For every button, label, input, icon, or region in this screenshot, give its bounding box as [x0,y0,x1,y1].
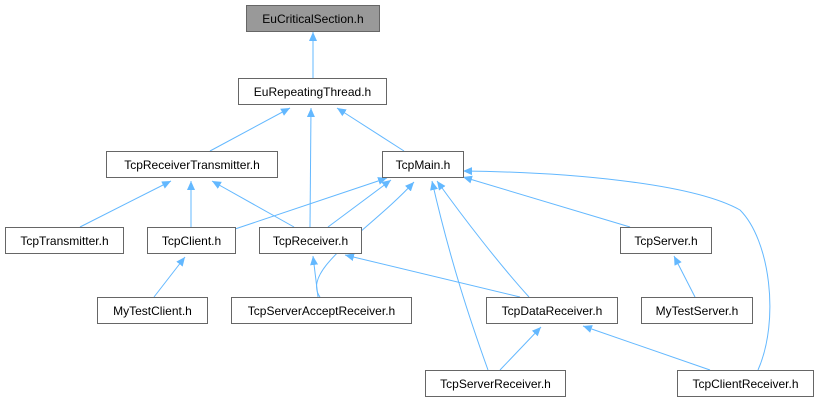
edge-line [79,180,172,228]
edge-tcpr-to-eurt [306,107,315,228]
edge-mts-to-tcps [673,255,696,298]
node-label: TcpServerAcceptReceiver.h [248,304,395,318]
node-mtc[interactable]: MyTestClient.h [97,297,208,324]
node-eurt[interactable]: EuRepeatingThread.h [238,78,387,105]
edge-line [462,175,631,228]
node-label: TcpTransmitter.h [20,234,108,248]
node-box [641,297,753,324]
node-tcprt[interactable]: TcpReceiverTransmitter.h [106,151,278,178]
node-box [231,297,412,324]
node-box [97,297,208,324]
edge-line [153,256,186,298]
edge-line [673,255,696,298]
edge-tcpm-to-eurt [336,107,405,152]
node-tdr[interactable]: TcpDataReceiver.h [486,297,618,324]
edge-tsr-to-tcpm [430,180,489,371]
edge-line [430,180,489,371]
edge-tsr-to-tdr [499,326,542,371]
node-label: TcpClientReceiver.h [692,377,798,391]
node-box [620,227,712,254]
node-label: TcpReceiver.h [273,234,348,248]
node-tsar[interactable]: TcpServerAcceptReceiver.h [231,297,412,324]
edge-line [310,255,319,298]
node-mts[interactable]: MyTestServer.h [641,297,753,324]
node-box [382,151,464,178]
node-tcpm[interactable]: TcpMain.h [382,151,464,178]
node-eucs[interactable]: EuCriticalSection.h [246,5,380,32]
node-box [106,151,278,178]
edge-tcpr-to-tcpm [327,179,392,228]
node-label: TcpClient.h [162,234,221,248]
node-box [486,297,618,324]
node-tcr[interactable]: TcpClientReceiver.h [677,370,814,397]
edge-line [327,179,392,228]
edge-tcpt-to-tcprt [79,180,172,228]
edge-tcr-to-tcpm [462,167,771,371]
node-box [5,227,124,254]
edge-line [234,177,388,230]
node-label: MyTestServer.h [656,304,739,318]
node-box [147,227,236,254]
node-box [677,370,814,397]
node-label: TcpServerReceiver.h [440,377,551,391]
node-box [425,370,566,397]
edge-line [499,326,542,371]
edge-line [436,180,530,298]
node-label: EuRepeatingThread.h [254,85,371,99]
edges-layer [79,32,771,371]
node-box [246,5,380,32]
nodes-layer: EuCriticalSection.hEuRepeatingThread.hTc… [5,5,814,397]
node-label: MyTestClient.h [113,304,192,318]
edge-line [211,180,295,228]
edge-line [344,253,521,298]
node-label: EuCriticalSection.h [262,12,363,26]
node-label: TcpReceiverTransmitter.h [124,158,260,172]
edge-tdr-to-tcpm [436,180,530,298]
edge-line [209,107,291,152]
edge-line [336,107,405,152]
node-label: TcpDataReceiver.h [502,304,603,318]
edge-tcpc-to-tcpm [234,177,388,230]
node-tcpt[interactable]: TcpTransmitter.h [5,227,124,254]
node-label: TcpServer.h [634,234,697,248]
node-tcpr[interactable]: TcpReceiver.h [259,227,362,254]
node-box [238,78,387,105]
node-tcps[interactable]: TcpServer.h [620,227,712,254]
edge-line [462,167,771,371]
edge-tdr-to-tcpr [344,253,521,298]
edge-line [306,107,315,228]
edge-tcps-to-tcpm [462,175,631,228]
edge-line [582,325,711,371]
edge-tsar-to-tcpr [310,255,319,298]
node-tsr[interactable]: TcpServerReceiver.h [425,370,566,397]
edge-tcpr-to-tcprt [211,180,295,228]
edge-tcprt-to-eurt [209,107,291,152]
edge-tcr-to-tdr [582,325,711,371]
edge-mtc-to-tcpc [153,256,186,298]
node-box [259,227,362,254]
node-label: TcpMain.h [396,158,451,172]
node-tcpc[interactable]: TcpClient.h [147,227,236,254]
